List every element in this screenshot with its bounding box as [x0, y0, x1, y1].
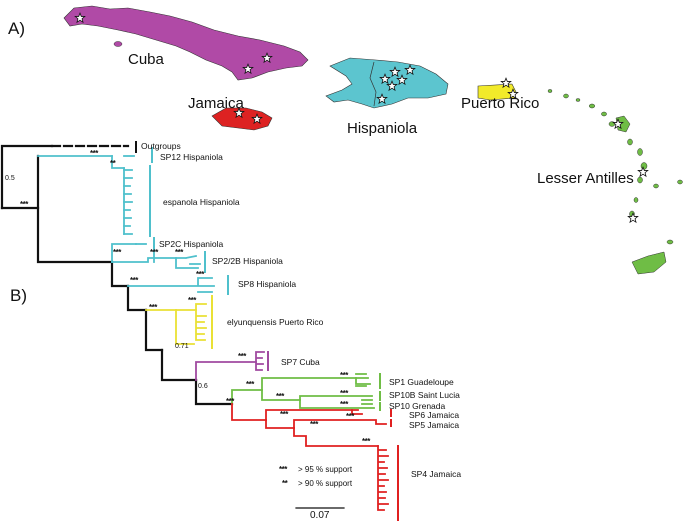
lesser-antilles-islands — [547, 89, 683, 275]
isle-of-youth — [113, 41, 123, 47]
jamaica-clade-bars — [390, 409, 399, 521]
map — [63, 5, 683, 275]
support-mark: *** — [130, 276, 138, 285]
clade-label-sp8: SP8 Hispaniola — [238, 279, 297, 289]
support-mark: *** — [310, 420, 318, 429]
clade-label-elyunquensis: elyunquensis Puerto Rico — [227, 317, 324, 327]
cuba-branches — [195, 351, 265, 381]
hispaniola-border — [369, 61, 377, 107]
support-mark: *** — [276, 392, 284, 401]
support-mark: *** — [90, 149, 98, 158]
clade-label-sp10: SP10 Grenada — [389, 401, 446, 411]
legend-two-stars: ** — [282, 479, 288, 488]
scale-bar-label: 0.07 — [310, 510, 330, 521]
cuba-island — [63, 5, 309, 81]
clade-label-sp7: SP7 Cuba — [281, 357, 320, 367]
panel-b-label: B) — [10, 286, 27, 305]
support-mark: *** — [20, 200, 28, 209]
support-mark: *** — [346, 412, 354, 421]
support-mark: *** — [246, 380, 254, 389]
support-value: 0.5 — [5, 175, 15, 182]
clade-label-espanola: espanola Hispaniola — [163, 197, 240, 207]
support-mark: *** — [340, 400, 348, 409]
clade-label-sp5: SP5 Jamaica — [409, 420, 460, 430]
clade-label-sp4: SP4 Jamaica — [411, 469, 462, 479]
support-mark: ** — [110, 159, 116, 168]
puerto-rico-label: Puerto Rico — [461, 95, 540, 112]
support-mark: *** — [175, 248, 183, 257]
hispaniola-clade-bars — [149, 147, 229, 295]
backbone-branches — [0, 144, 234, 406]
support-mark: *** — [149, 303, 157, 312]
legend-two-stars-label: > 90 % support — [298, 479, 353, 488]
support-mark: *** — [113, 248, 121, 257]
support-mark: *** — [238, 352, 246, 361]
legend-three-stars: *** — [279, 465, 287, 474]
outgroups-label: Outgroups — [141, 141, 181, 151]
support-mark: *** — [188, 296, 196, 305]
clade-label-sp2c: SP2C Hispaniola — [159, 239, 224, 249]
phylogenetic-tree — [0, 141, 399, 521]
lesser-antilles-branches — [231, 373, 375, 409]
panel-a-label: A) — [8, 19, 25, 38]
jamaica-branches — [231, 403, 389, 511]
support-mark: *** — [340, 371, 348, 380]
hispaniola-branches — [37, 155, 215, 293]
clade-label-sp1: SP1 Guadeloupe — [389, 377, 454, 387]
cuba-label: Cuba — [128, 51, 164, 68]
puerto-rico-island — [477, 83, 517, 101]
puerto-rico-branches — [145, 303, 207, 345]
support-mark: *** — [226, 397, 234, 406]
hispaniola-label: Hispaniola — [347, 120, 418, 137]
lesser-antilles-label: Lesser Antilles — [537, 170, 634, 187]
support-value: 0.71 — [175, 343, 189, 350]
support-value: 0.6 — [198, 383, 208, 390]
support-mark: *** — [362, 437, 370, 446]
support-mark: *** — [280, 410, 288, 419]
hispaniola-island — [325, 57, 449, 109]
legend-three-stars-label: > 95 % support — [298, 465, 353, 474]
jamaica-island — [211, 107, 273, 131]
support-mark: *** — [196, 270, 204, 279]
clade-label-sp12: SP12 Hispaniola — [160, 152, 223, 162]
jamaica-label: Jamaica — [188, 95, 244, 112]
clade-label-sp6: SP6 Jamaica — [409, 410, 460, 420]
clade-label-sp10b: SP10B Saint Lucia — [389, 390, 460, 400]
clade-label-sp22b: SP2/2B Hispaniola — [212, 256, 283, 266]
support-mark: *** — [340, 389, 348, 398]
support-mark: *** — [150, 248, 158, 257]
